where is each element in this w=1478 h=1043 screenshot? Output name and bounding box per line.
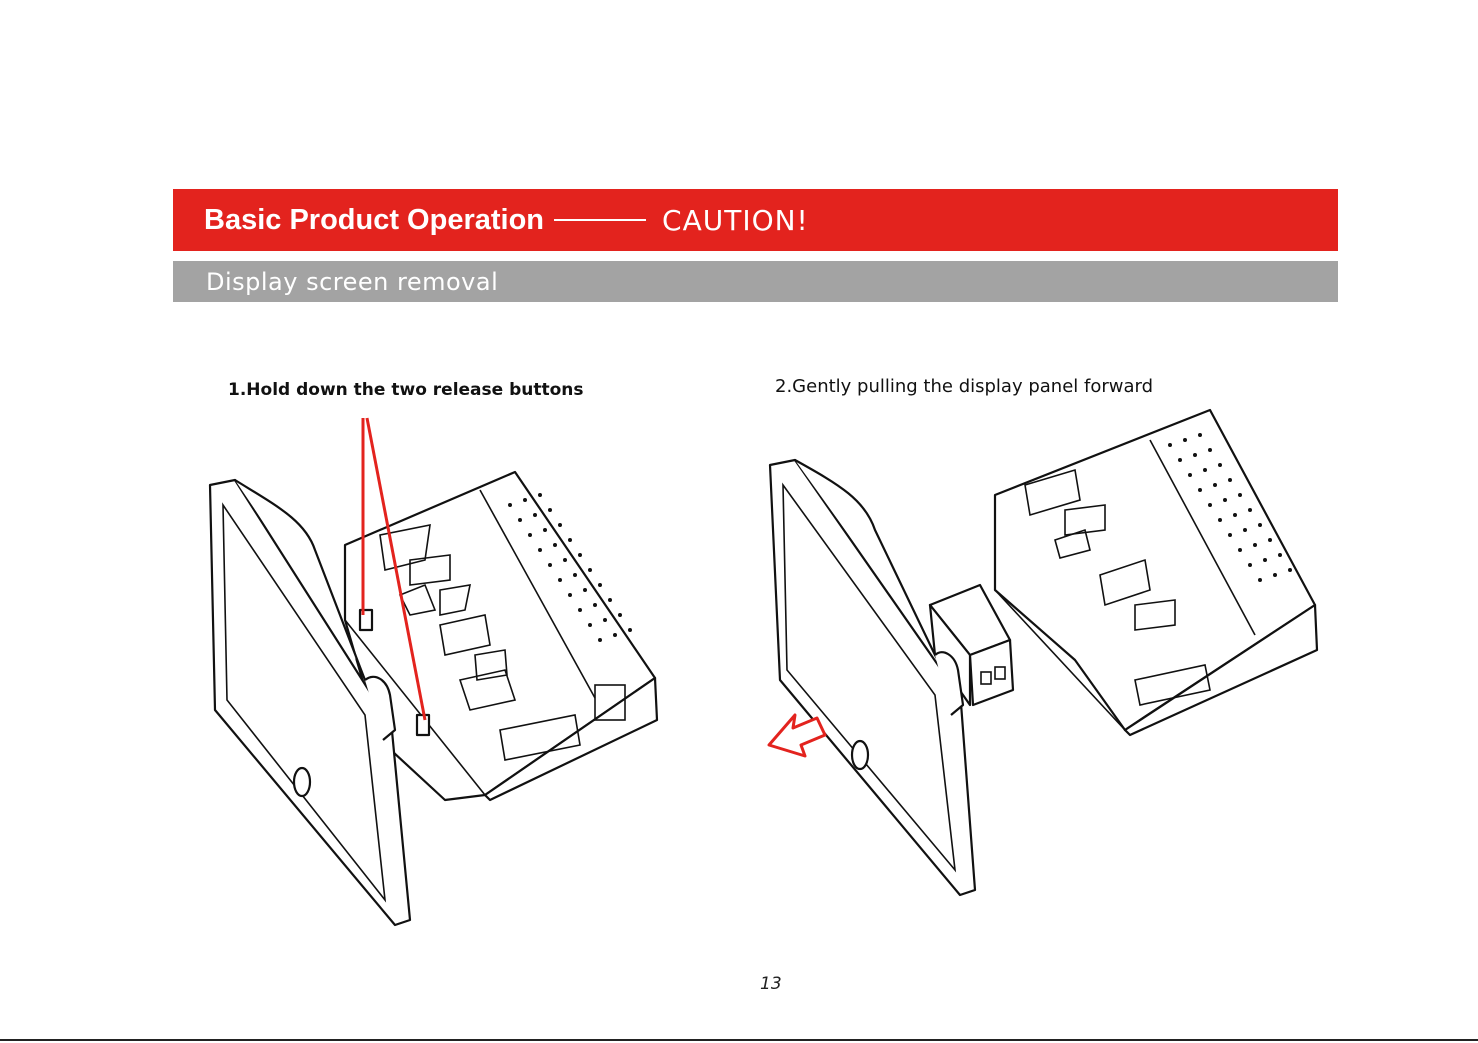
head-unit-body <box>995 410 1317 735</box>
subsection-title: Display screen removal <box>206 268 498 296</box>
section-title: Basic Product Operation <box>204 204 544 237</box>
bottom-rule <box>0 1039 1478 1041</box>
step-1-label: 1.Hold down the two release buttons <box>228 380 584 400</box>
pull-forward-arrow <box>769 715 825 756</box>
page-number: 13 <box>760 974 782 994</box>
title-dash <box>554 219 646 221</box>
section-header-bar: Basic Product Operation CAUTION! <box>173 189 1338 251</box>
pull-panel-illustration <box>755 400 1335 910</box>
caution-label: CAUTION! <box>662 204 809 237</box>
step-2-label: 2.Gently pulling the display panel forwa… <box>775 376 1153 397</box>
subsection-bar: Display screen removal <box>173 261 1338 302</box>
release-buttons-illustration <box>195 410 675 930</box>
display-panel <box>770 460 975 895</box>
